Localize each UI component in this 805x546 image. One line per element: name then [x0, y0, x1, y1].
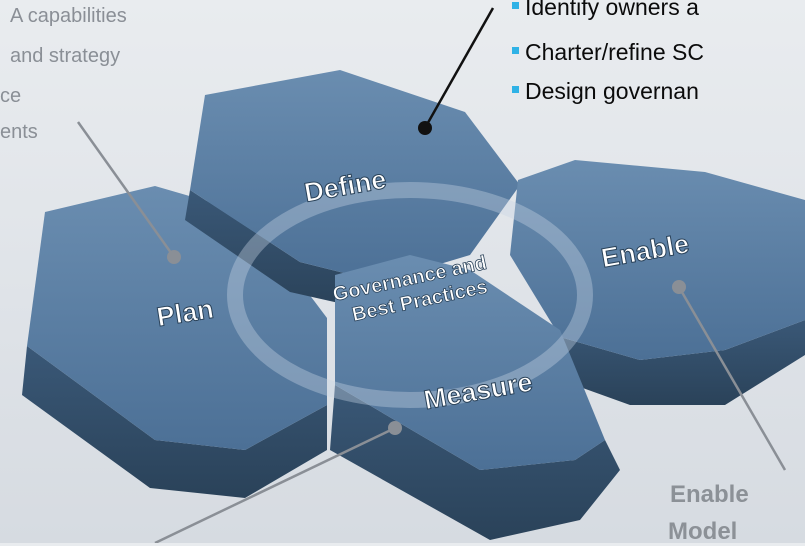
enable-callout-line-2: Model	[668, 518, 738, 545]
bullet-square-icon	[512, 86, 519, 94]
enable-connector-dot	[672, 280, 686, 294]
define-bullet-item: Identify owners a	[512, 0, 699, 22]
plan-note-line-2: and strategy	[10, 45, 121, 67]
define-bullet-item: Design governan	[512, 77, 699, 106]
plan-note-line-1: A capabilities	[10, 5, 127, 27]
measure-connector-line	[154, 426, 396, 543]
plan-note-line-4: ents	[0, 121, 38, 143]
bullet-square-icon	[512, 2, 519, 10]
hexagon-measure	[330, 255, 620, 540]
enable-callout-line-1: Enable	[670, 481, 749, 508]
enable-connector-line	[677, 286, 787, 471]
bullet-square-icon	[512, 47, 519, 55]
plan-connector-dot	[167, 250, 181, 264]
plan-connector-line	[76, 121, 176, 258]
hexagon-enable-top	[510, 160, 805, 360]
hexagon-measure-top	[335, 255, 605, 470]
define-connector-dot	[418, 121, 432, 135]
center-glow-ring	[227, 182, 593, 408]
define-connector-line	[423, 7, 495, 129]
hexagon-enable-side	[555, 320, 805, 405]
define-bullet-text: Design governan	[525, 78, 699, 104]
measure-connector-dot	[388, 421, 402, 435]
hexagon-measure-side	[330, 385, 620, 540]
hexagon-enable	[510, 160, 805, 405]
hexagon-define-top	[190, 70, 520, 282]
plan-note-line-3: ce	[0, 85, 22, 107]
define-bullet-item: Charter/refine SC	[512, 38, 704, 67]
define-bullet-text: Identify owners a	[525, 0, 699, 20]
hexagon-plan-side	[22, 346, 327, 498]
define-bullet-text: Charter/refine SC	[525, 39, 704, 65]
